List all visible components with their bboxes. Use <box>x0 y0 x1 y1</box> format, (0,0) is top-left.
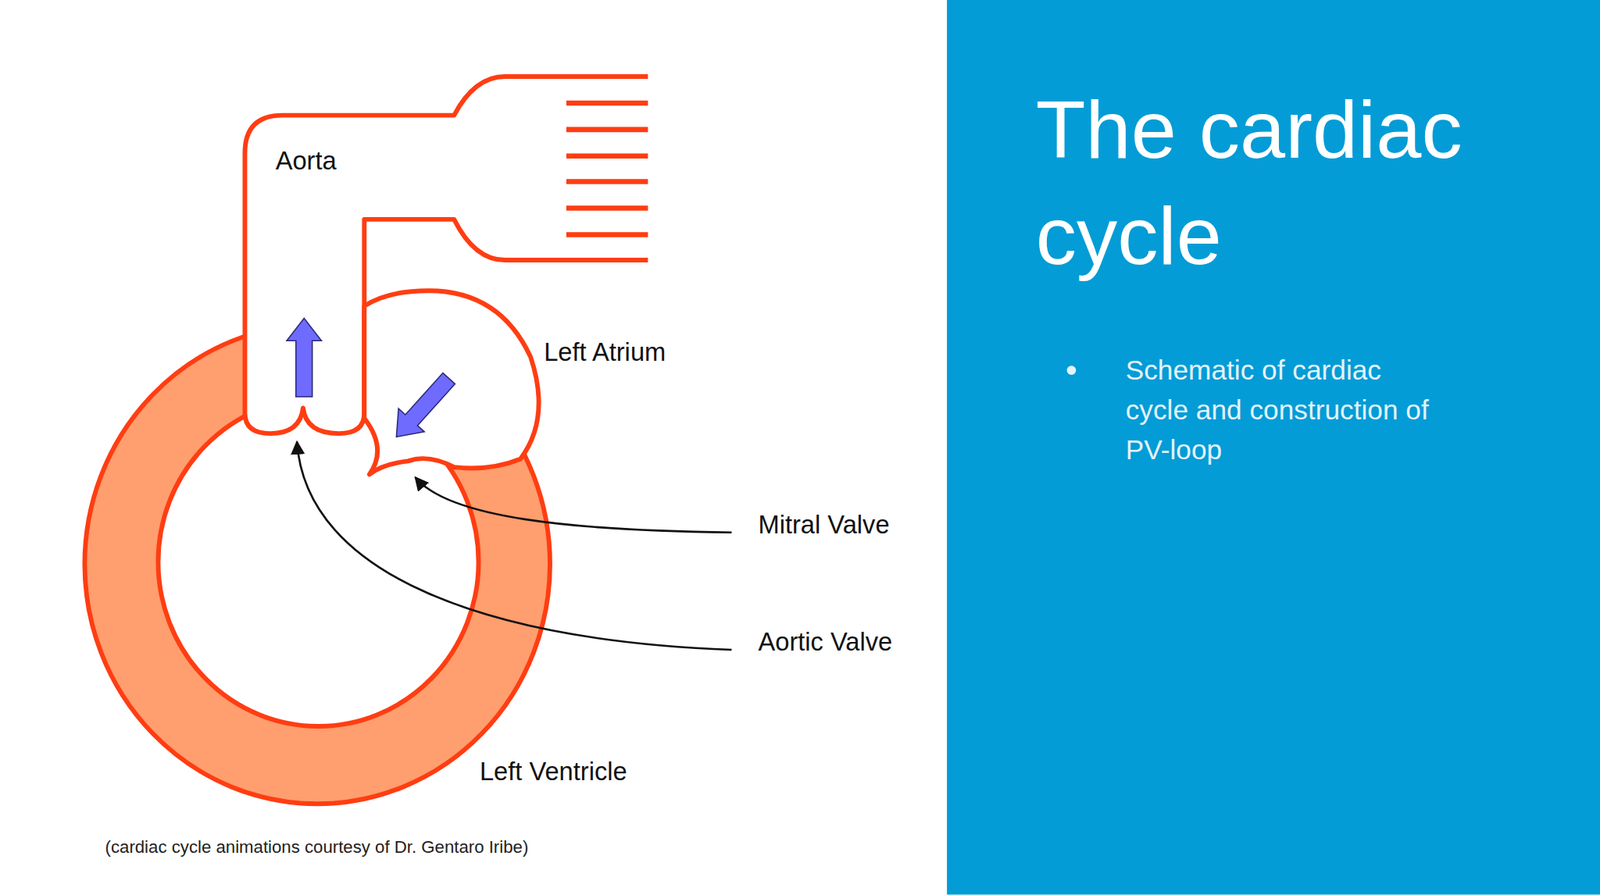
atrium-outline <box>364 290 539 475</box>
bullet-text: Schematic of cardiac cycle and construct… <box>1125 350 1443 471</box>
slide-title: The cardiac cycle <box>1035 77 1526 290</box>
credit-caption: (cardiac cycle animations courtesy of Dr… <box>105 837 820 858</box>
shape-outline <box>357 283 686 480</box>
structure-label: Left Ventricle <box>479 756 628 787</box>
ventricle-wall <box>84 324 550 804</box>
bullet-dot <box>1067 365 1077 375</box>
capillary-lines <box>566 103 648 235</box>
structure-label: Left Atrium <box>543 336 666 368</box>
structure-label: Aorta <box>275 144 337 175</box>
atrium-shape: Left Atrium <box>357 283 686 480</box>
valve-callout: Aortic Valve <box>757 626 983 658</box>
valve-callout: Mitral Valve <box>757 509 983 540</box>
